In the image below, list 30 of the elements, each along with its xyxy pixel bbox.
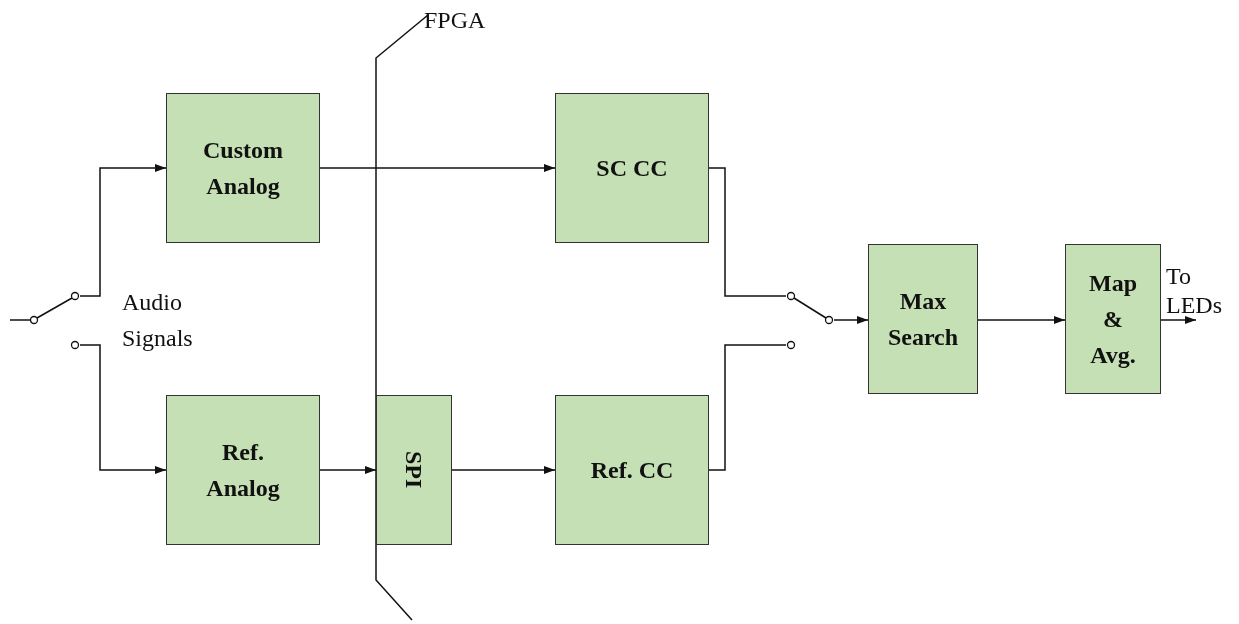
connector-line [708,344,787,471]
arrow [451,466,556,474]
process-box [376,395,452,545]
arrow [79,344,167,474]
signal-label: Audio Signals [122,288,194,353]
arrow [319,164,556,172]
process-box [166,395,320,545]
box-label: Map & Avg. [1088,269,1138,370]
box-label: Ref. Analog [205,438,281,503]
output-label: To LEDs [1166,262,1236,320]
switch-symbol [786,290,834,350]
arrow [319,466,377,474]
process-box [1065,244,1161,394]
connector-line [9,319,31,321]
arrow [1160,316,1197,324]
box-label: Ref. CC [590,456,674,485]
connector-line [708,167,787,297]
process-box [555,93,709,243]
arrow [833,316,869,324]
process-box [868,244,978,394]
switch-symbol [30,290,80,350]
boundary-label: FPGA [424,6,486,35]
box-label: Max Search [886,287,960,352]
process-box [555,395,709,545]
arrow [977,316,1066,324]
box-label: SPI [400,451,428,489]
process-box [166,93,320,243]
box-label: Custom Analog [202,136,284,201]
box-label: SC CC [596,154,668,183]
arrow [79,164,167,297]
